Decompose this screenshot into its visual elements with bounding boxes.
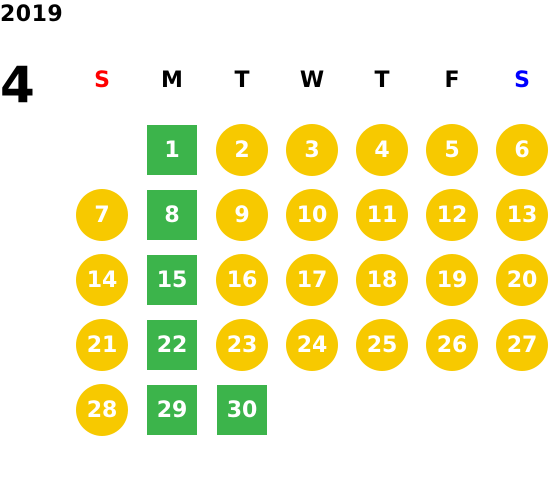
day-21[interactable]: 21 — [76, 319, 128, 371]
day-26[interactable]: 26 — [426, 319, 478, 371]
weekday-1: M — [161, 68, 183, 93]
day-2[interactable]: 2 — [216, 124, 268, 176]
day-16[interactable]: 16 — [216, 254, 268, 306]
day-13[interactable]: 13 — [496, 189, 548, 241]
weekday-6: S — [514, 68, 530, 93]
weekday-0: S — [94, 68, 110, 93]
weekday-3: W — [299, 68, 325, 93]
month-label: 4 — [0, 56, 35, 114]
weekday-2: T — [234, 68, 250, 93]
day-11[interactable]: 11 — [356, 189, 408, 241]
day-6[interactable]: 6 — [496, 124, 548, 176]
day-1[interactable]: 1 — [147, 125, 197, 175]
day-4[interactable]: 4 — [356, 124, 408, 176]
day-30[interactable]: 30 — [217, 385, 267, 435]
day-29[interactable]: 29 — [147, 385, 197, 435]
day-18[interactable]: 18 — [356, 254, 408, 306]
weekday-4: T — [374, 68, 390, 93]
day-27[interactable]: 27 — [496, 319, 548, 371]
day-15[interactable]: 15 — [147, 255, 197, 305]
day-25[interactable]: 25 — [356, 319, 408, 371]
year-label: 2019 — [0, 2, 64, 27]
day-20[interactable]: 20 — [496, 254, 548, 306]
day-23[interactable]: 23 — [216, 319, 268, 371]
day-24[interactable]: 24 — [286, 319, 338, 371]
day-22[interactable]: 22 — [147, 320, 197, 370]
day-19[interactable]: 19 — [426, 254, 478, 306]
day-14[interactable]: 14 — [76, 254, 128, 306]
day-17[interactable]: 17 — [286, 254, 338, 306]
day-28[interactable]: 28 — [76, 384, 128, 436]
day-10[interactable]: 10 — [286, 189, 338, 241]
day-9[interactable]: 9 — [216, 189, 268, 241]
day-8[interactable]: 8 — [147, 190, 197, 240]
weekday-5: F — [444, 68, 460, 93]
day-12[interactable]: 12 — [426, 189, 478, 241]
day-5[interactable]: 5 — [426, 124, 478, 176]
day-7[interactable]: 7 — [76, 189, 128, 241]
day-3[interactable]: 3 — [286, 124, 338, 176]
